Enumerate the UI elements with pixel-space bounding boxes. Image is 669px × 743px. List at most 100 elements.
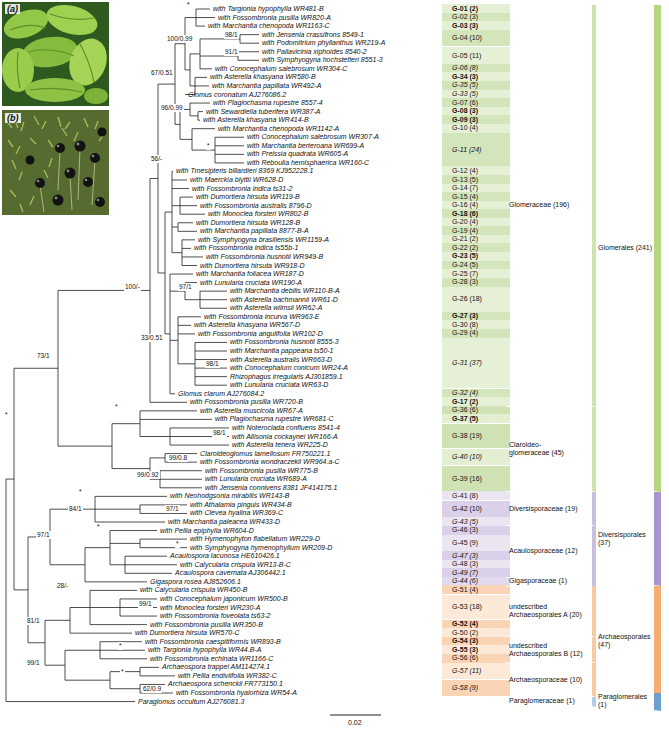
taxon-label: with Monoclea forsteri WR230-A bbox=[160, 604, 260, 612]
tree-branch bbox=[192, 150, 215, 151]
tree-branch bbox=[196, 26, 205, 27]
taxon-label: with Marchantia papillata WR492-A bbox=[212, 82, 321, 90]
taxon-label: with Fossombronia foveolata ts63-2 bbox=[160, 612, 271, 620]
taxon-label: with Asterella khasyana WR567-D bbox=[194, 321, 300, 329]
clade-label: G-15 (4) bbox=[452, 193, 510, 201]
taxon-label: with Maerckia blyttii WR628-D bbox=[190, 176, 283, 184]
tree-branch bbox=[45, 665, 65, 666]
taxon-label: with Asterella khasyana WR414-B bbox=[203, 116, 309, 124]
clade-label: G-24 (5) bbox=[452, 261, 510, 269]
clade-band: G-58 (9) bbox=[442, 680, 510, 697]
tree-branch bbox=[160, 487, 202, 488]
taxon-label: Glomus clarum AJ276084.2 bbox=[178, 390, 264, 398]
highlight bbox=[37, 180, 40, 183]
liverwort-thallus bbox=[84, 88, 108, 104]
clade-label: G-43 (5) bbox=[452, 518, 510, 526]
taxon-label: with Fossombronia husnotii 8555-3 bbox=[230, 338, 339, 346]
taxon-label: with Asterella tenera WR225-D bbox=[232, 441, 328, 449]
order-band: Paraglomerales (1) bbox=[596, 693, 661, 711]
taxon-label: with Dumortiera hirsuta WR128-B bbox=[196, 219, 300, 227]
tree-branch bbox=[14, 589, 28, 590]
tree-branch bbox=[112, 423, 140, 424]
support-value: 67/0.51 bbox=[150, 69, 174, 77]
clade-label: G-01 (2) bbox=[452, 5, 510, 13]
clade-label: G-52 (4) bbox=[452, 620, 510, 628]
clade-band: G-40 (10) bbox=[442, 449, 510, 466]
clade-label: G-37 (5) bbox=[452, 415, 510, 423]
highlight bbox=[55, 197, 58, 200]
tree-branch bbox=[195, 376, 227, 377]
support-value: * bbox=[120, 668, 125, 676]
tree-branch bbox=[190, 115, 198, 116]
highlight bbox=[67, 170, 70, 173]
taxon-label: with Lunularia cruciata WR190-A bbox=[200, 279, 302, 287]
tree-branch bbox=[160, 470, 202, 471]
clade-label: G-10 (4) bbox=[452, 124, 510, 132]
moss-leaves bbox=[6, 116, 104, 212]
tree-branch bbox=[172, 252, 182, 253]
tree-branch bbox=[90, 624, 147, 625]
clade-label: G-07 (6) bbox=[452, 99, 510, 107]
support-value: 28/- bbox=[56, 582, 69, 590]
support-value: 81/1 bbox=[26, 617, 41, 625]
tree-branch bbox=[178, 222, 193, 223]
support-value: 56/- bbox=[150, 155, 163, 163]
order-band: Archaeosporales (47) bbox=[596, 586, 661, 697]
clade-band: G-39 (16) bbox=[442, 466, 510, 492]
tree-branch bbox=[240, 34, 259, 35]
tree-branch bbox=[158, 84, 175, 85]
tree-branch bbox=[150, 402, 187, 403]
capsule-highlights bbox=[37, 143, 100, 202]
clade-label: G-02 (3) bbox=[452, 13, 510, 21]
clade-label: G-17 (2) bbox=[452, 398, 510, 406]
taxon-label: Rhizophagus irregularis AJ301859.1 bbox=[230, 373, 343, 381]
clade-label: G-48 (3) bbox=[452, 560, 510, 568]
taxon-label: with Clevea hyalina WR369-C bbox=[190, 509, 283, 517]
clade-label: G-47 (3) bbox=[452, 552, 510, 560]
clade-label: G-36 (6) bbox=[452, 406, 510, 414]
family-band: Diversisporaceae (19) bbox=[506, 492, 596, 526]
taxon-label: with Allisonia cockaynei WR166-A bbox=[232, 433, 338, 441]
taxon-label: Gigaspora rosea AJ852606.1 bbox=[150, 578, 241, 586]
photo-ground bbox=[2, 110, 109, 215]
clade-label: G-35 (5) bbox=[452, 81, 510, 89]
highlight bbox=[77, 143, 80, 146]
taxon-label: with Fossombronia pusilla WR720-B bbox=[190, 398, 303, 406]
clade-label: G-57 (11) bbox=[452, 667, 510, 675]
clade-label: G-22 (2) bbox=[452, 244, 510, 252]
taxon-label: with Fossombronia hyalorhiza WR54-A bbox=[176, 689, 297, 697]
taxon-label: Acaulospora cavernata AJ306442.1 bbox=[175, 569, 286, 577]
clade-label: G-51 (4) bbox=[452, 586, 510, 594]
tree-branch bbox=[125, 564, 177, 565]
taxon-label: with Lunularia cruciata WR63-D bbox=[230, 381, 328, 389]
tree-branch bbox=[178, 325, 191, 326]
clade-label: G-16 (4) bbox=[452, 201, 510, 209]
support-value: 96/0.99 bbox=[160, 104, 184, 112]
clade-label: G-54 (3) bbox=[452, 637, 510, 645]
taxon-label: with Fossombronia angulifolia WR102-D bbox=[198, 330, 323, 338]
tree-branch bbox=[110, 530, 157, 531]
family-band: Acaulosporaceae (12) bbox=[506, 526, 596, 577]
clade-label: G-28 (3) bbox=[452, 278, 510, 286]
tree-branch bbox=[100, 658, 147, 659]
support-value: 97/1 bbox=[165, 505, 180, 513]
panel-letter: (a) bbox=[5, 4, 20, 14]
support-value: * bbox=[186, 1, 191, 9]
tree-branch bbox=[195, 77, 207, 78]
clade-label: G-44 (6) bbox=[452, 577, 510, 585]
capsule bbox=[75, 141, 86, 152]
taxon-label: with Neohodgsonia mirabilis WR143-B bbox=[170, 492, 289, 500]
tree-branch bbox=[172, 205, 180, 206]
clade-label: G-50 (2) bbox=[452, 629, 510, 637]
taxon-label: Claroideoglomus lamellosum FR750221.1 bbox=[200, 450, 330, 458]
taxon-label: with Lunularia cruciata WR689-A bbox=[205, 475, 307, 483]
tree-branch bbox=[200, 299, 227, 300]
tree-branch bbox=[6, 479, 14, 480]
tree-branch bbox=[238, 51, 259, 52]
tree-branch bbox=[172, 227, 178, 228]
taxon-label: Archaeospora trappei AM114274.1 bbox=[162, 663, 270, 671]
tree-branch bbox=[112, 468, 150, 469]
clade-label: G-19 (4) bbox=[452, 227, 510, 235]
tree-branch bbox=[178, 231, 197, 232]
tree-branch bbox=[175, 43, 185, 44]
